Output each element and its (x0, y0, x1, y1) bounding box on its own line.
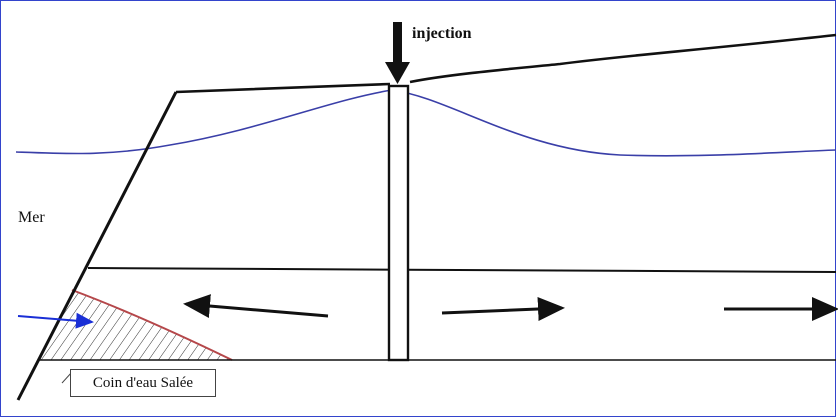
arrow-left-icon (183, 294, 329, 318)
salt-wedge-label: Coin d'eau Salée (70, 369, 216, 397)
coastal-slope (16, 91, 178, 401)
ground-surface (175, 33, 837, 94)
salt-wedge-interface (71, 289, 233, 361)
water-table (15, 89, 837, 157)
salt-wedge-area (38, 290, 232, 360)
injection-well (387, 84, 410, 362)
arrow-down-icon (385, 22, 410, 84)
aquifer-top (87, 267, 837, 273)
sea-label: Mer (18, 209, 45, 226)
injection-label: injection (412, 25, 472, 42)
arrow-right-icon (441, 297, 565, 321)
arrow-right-icon (17, 312, 94, 329)
